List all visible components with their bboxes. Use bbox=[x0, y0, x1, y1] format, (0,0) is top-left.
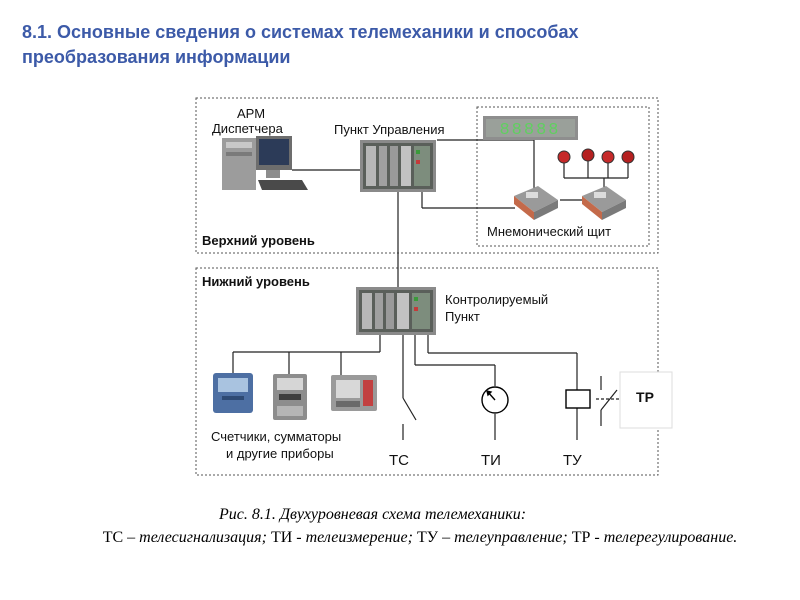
mnemonic-module-icon bbox=[582, 186, 626, 220]
slide-title-line2: преобразования информации bbox=[22, 47, 291, 67]
mnemonic-module-icon bbox=[514, 186, 558, 220]
ts-label: ТС bbox=[389, 452, 409, 469]
meters-label-line1: Счетчики, сумматоры bbox=[211, 429, 341, 444]
lamp-icon bbox=[581, 148, 595, 162]
slide-title: 8.1. Основные сведения о системах телеме… bbox=[22, 20, 782, 70]
arm-label-line1: АРМ bbox=[237, 106, 265, 121]
electric-meter-icon bbox=[331, 375, 377, 411]
caption-line2: ТС – телесигнализация; ТИ - телеизмерени… bbox=[100, 526, 740, 549]
display-digits: 88888 bbox=[499, 121, 560, 140]
regulator-box bbox=[619, 371, 673, 429]
indicator-lamps bbox=[557, 148, 635, 164]
caption-tr-text: - телерегулирование. bbox=[590, 529, 738, 546]
relay-coil-icon bbox=[565, 389, 591, 409]
lamp-icon bbox=[621, 150, 635, 164]
controlled-point-rack-icon bbox=[356, 287, 436, 335]
digital-display-icon: 88888 bbox=[483, 116, 578, 140]
meters-label-line2: и другие приборы bbox=[226, 446, 334, 461]
arm-label-line2: Диспетчера bbox=[212, 121, 284, 136]
mnemonic-panel-frame bbox=[476, 106, 650, 247]
mnemonic-panel-label: Мнемонический щит bbox=[487, 224, 611, 239]
caption-ts-text: – телесигнализация; bbox=[123, 529, 271, 546]
lamp-icon bbox=[601, 150, 615, 164]
gauge-icon bbox=[481, 386, 509, 414]
caption-line1: Рис. 8.1. Двухуровневая схема телемехани… bbox=[218, 506, 527, 523]
lamp-icon bbox=[557, 150, 571, 164]
caption-tr: ТР bbox=[571, 529, 591, 546]
control-point-rack-icon bbox=[360, 140, 436, 192]
electric-meter-icon bbox=[273, 374, 307, 420]
electric-meter-icon bbox=[213, 373, 253, 413]
upper-level-label: Верхний уровень bbox=[202, 233, 315, 248]
caption-ti: ТИ bbox=[270, 529, 293, 546]
figure-caption: Рис. 8.1. Двухуровневая схема телемехани… bbox=[100, 503, 740, 549]
slide-title-line1: 8.1. Основные сведения о системах телеме… bbox=[22, 22, 579, 42]
tu-label: ТУ bbox=[563, 452, 582, 469]
lower-level-label: Нижний уровень bbox=[202, 274, 310, 289]
tr-label: ТР bbox=[636, 389, 654, 405]
upper-level-frame bbox=[195, 97, 659, 254]
connection-lines bbox=[232, 139, 629, 440]
caption-tu-text: – телеуправление; bbox=[438, 529, 572, 546]
controlled-point-label-line2: Пункт bbox=[445, 309, 480, 324]
caption-ts: ТС bbox=[102, 529, 124, 546]
control-point-label: Пункт Управления bbox=[334, 122, 445, 137]
caption-tu: ТУ bbox=[416, 529, 439, 546]
ti-label: ТИ bbox=[481, 452, 501, 469]
caption-ti-text: - телеизмерение; bbox=[292, 529, 417, 546]
controlled-point-label-line1: Контролируемый bbox=[445, 292, 548, 307]
arm-computer-icon bbox=[222, 136, 308, 190]
